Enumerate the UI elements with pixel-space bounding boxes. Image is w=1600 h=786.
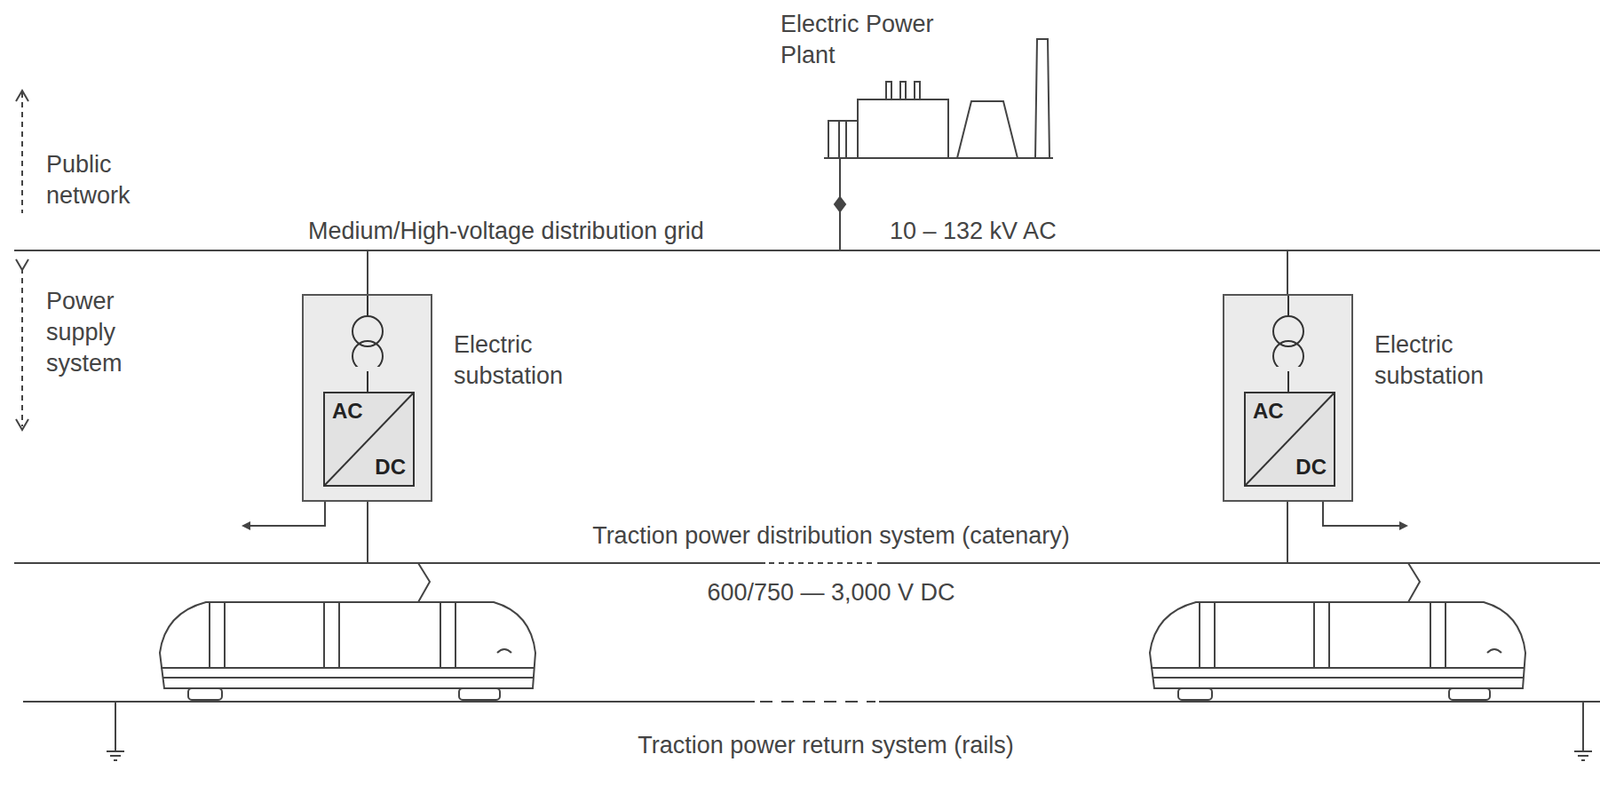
train-door [324, 601, 340, 668]
train-door [209, 601, 225, 668]
arrow-head [15, 259, 29, 270]
converter-label: DC [374, 454, 406, 480]
transformer-symbol [340, 295, 395, 367]
wire [366, 250, 369, 296]
train-wheel [1449, 688, 1490, 700]
feeder-arrow [243, 501, 325, 526]
system-label: Traction power return system (rails) [637, 729, 1014, 761]
wire [1285, 371, 1292, 394]
arrow-head [15, 419, 29, 430]
train-door [1314, 601, 1330, 668]
converter-label: AC [332, 398, 364, 424]
train-stripe [1153, 676, 1524, 679]
system-label: Traction power distribution system (cate… [592, 520, 1070, 552]
train-logo [497, 649, 512, 653]
catenary-gap [768, 562, 876, 564]
train-wheel [459, 688, 500, 700]
pantograph [418, 562, 430, 602]
substation-box: Electric substationACDC [1222, 293, 1354, 502]
grid-label: Medium/High-voltage distribution grid [308, 215, 705, 247]
wire [1286, 250, 1289, 296]
converter-label: AC [1252, 398, 1284, 424]
train-wheel [188, 688, 222, 700]
wire [364, 371, 371, 394]
train-stripe [163, 676, 534, 679]
feeder-arrow [1322, 501, 1407, 526]
rail-gap [760, 700, 876, 703]
ground-symbol [1574, 701, 1593, 761]
train [159, 562, 536, 700]
substation-box: Electric substationACDC [301, 293, 433, 502]
voltage-label: 10 – 132 kV AC [889, 215, 1057, 247]
substation-label: Electric substation [453, 329, 605, 392]
axis-arrow [21, 92, 24, 214]
train-body [159, 601, 536, 689]
catenary-line [877, 562, 1600, 564]
train-body [1149, 601, 1526, 689]
converter-box: AC DC [323, 391, 415, 487]
voltage-label: 600/750 — 3,000 V DC [706, 577, 955, 609]
arrow-head [15, 90, 29, 102]
plant-label: Electric Power Plant [780, 8, 994, 72]
grid-line [14, 249, 1600, 252]
converter-label: DC [1295, 454, 1327, 480]
ground-symbol [106, 701, 125, 761]
converter-box: AC DC [1243, 391, 1336, 487]
pantograph [1408, 562, 1420, 602]
axis-arrow [21, 268, 24, 427]
region-label: Power supply system [46, 285, 153, 380]
rail-line [879, 700, 1600, 703]
rail-line [23, 700, 755, 703]
substation-label: Electric substation [1374, 329, 1526, 392]
train-wheel [1178, 688, 1212, 700]
train-door [440, 601, 456, 668]
train-logo [1487, 649, 1502, 653]
train-door [1199, 601, 1215, 668]
region-label: Public network [46, 149, 162, 212]
transformer-symbol [1261, 295, 1315, 367]
wire [1286, 501, 1289, 563]
train-door [1430, 601, 1446, 668]
train [1149, 562, 1526, 700]
catenary-line [14, 562, 766, 564]
wire [366, 501, 369, 563]
